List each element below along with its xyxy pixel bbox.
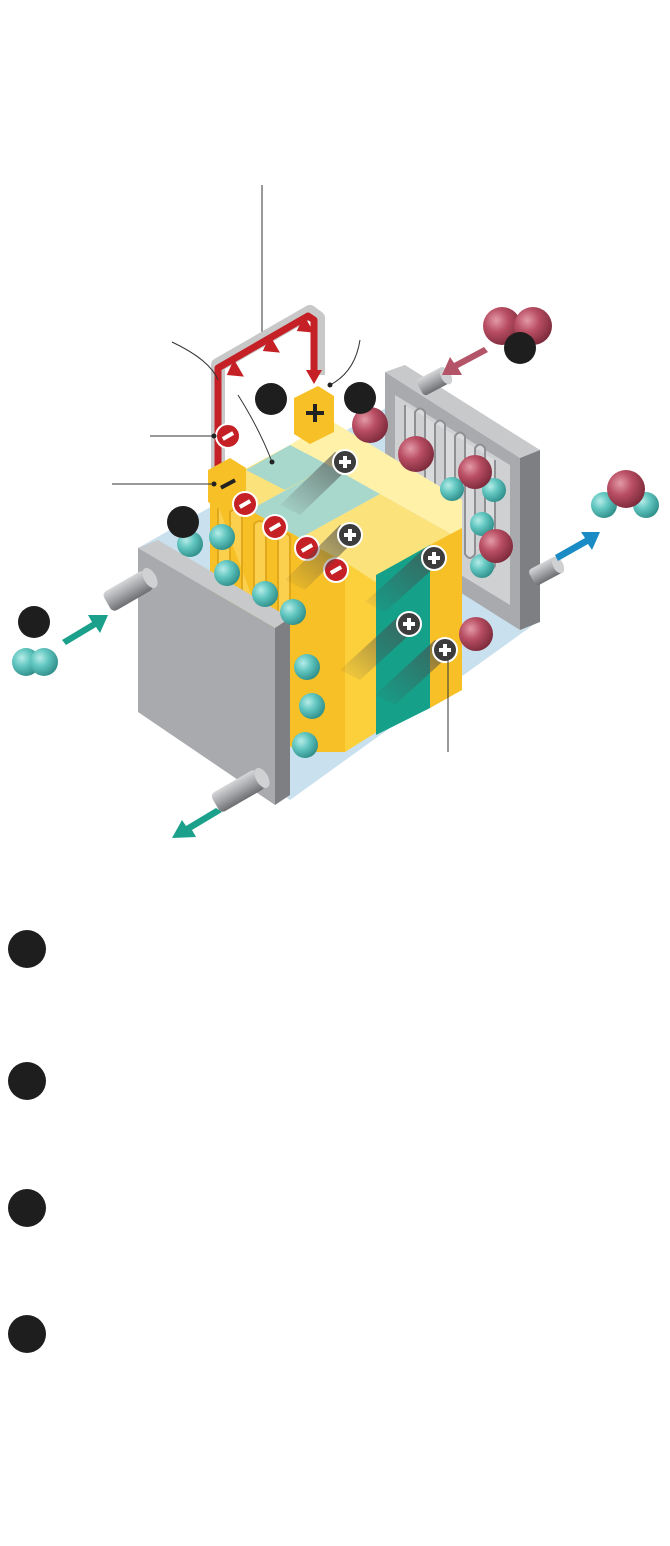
cathode-leader-line bbox=[329, 339, 361, 386]
callout-badge-air bbox=[504, 332, 536, 364]
step-badge-3 bbox=[8, 1189, 46, 1227]
anode-leader-line-1 bbox=[171, 341, 219, 381]
cathode-top bbox=[300, 494, 462, 585]
step-row-2 bbox=[8, 1062, 648, 1102]
hydrogen-atoms bbox=[177, 524, 325, 758]
callout-badge-circuit bbox=[255, 383, 287, 415]
step-row-3 bbox=[8, 1189, 648, 1229]
fuel-inlet-pipe bbox=[103, 568, 158, 611]
callout-badge-cathode bbox=[344, 382, 376, 414]
water-out-arrow bbox=[555, 532, 600, 561]
water-outlet-pipe bbox=[529, 556, 565, 586]
air-in-arrow bbox=[442, 347, 488, 375]
fuel-in-arrow bbox=[62, 615, 108, 645]
anode-bipolar-plate bbox=[138, 540, 290, 805]
outgoing-water-molecule bbox=[591, 470, 659, 518]
anode-leader-line-2 bbox=[237, 394, 273, 463]
step-row-4 bbox=[8, 1315, 648, 1355]
external-circuit bbox=[211, 305, 325, 468]
fuel-outlet-pipe bbox=[211, 768, 270, 812]
callout-badge-anode bbox=[167, 506, 199, 538]
fuel-out-arrow bbox=[172, 808, 222, 838]
step-badge-2 bbox=[8, 1062, 46, 1100]
positive-terminal bbox=[294, 386, 334, 444]
step-row-1 bbox=[8, 930, 648, 970]
fuel-cell-diagram bbox=[12, 185, 659, 838]
oxygen-atoms bbox=[352, 407, 493, 651]
step-badge-1 bbox=[8, 930, 46, 968]
step-badge-4 bbox=[8, 1315, 46, 1353]
water-molecules bbox=[440, 455, 513, 578]
incoming-hydrogen-molecule bbox=[12, 648, 58, 676]
callout-badge-fuel bbox=[18, 606, 50, 638]
hydrogen-ions bbox=[280, 449, 458, 705]
electron-circuit bbox=[215, 423, 241, 449]
